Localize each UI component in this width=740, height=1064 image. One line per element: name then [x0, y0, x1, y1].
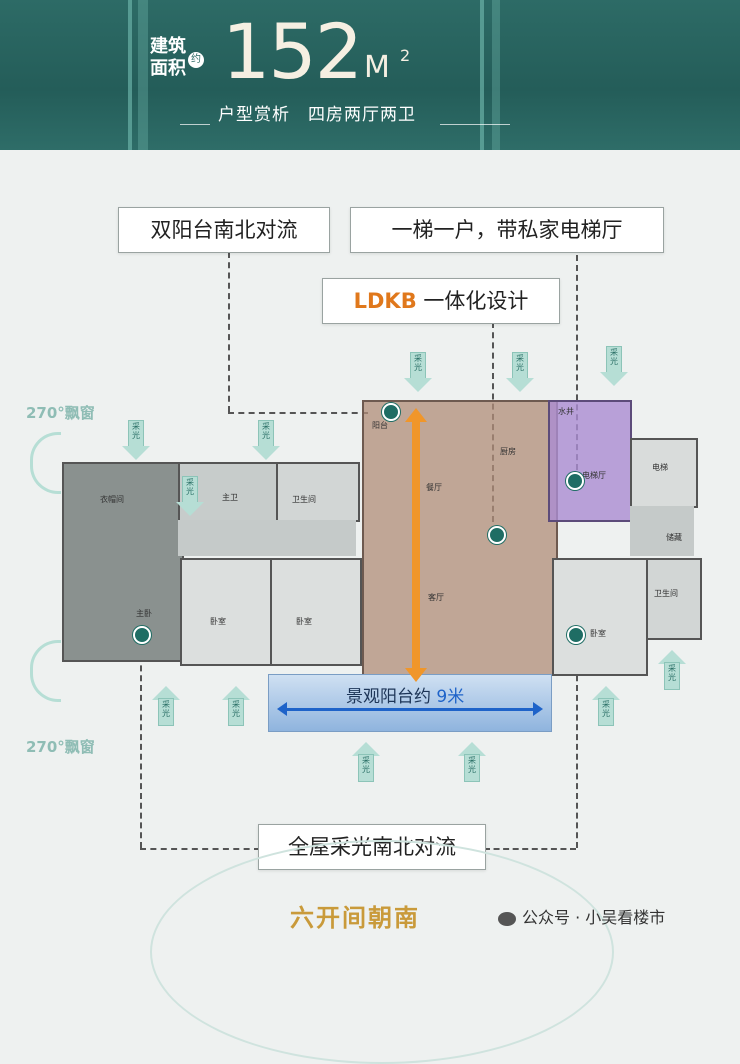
daylight-arrow-icon: 采光 [506, 352, 534, 392]
room-label-cloakroom: 衣帽间 [100, 495, 124, 504]
room-label-balcony: 阳台 [372, 421, 388, 430]
layout-subtitle: 户型赏析 四房两厅两卫 [218, 105, 416, 125]
decor-stripe [138, 0, 148, 150]
marker-dot [133, 626, 151, 644]
bedroom-3 [552, 558, 648, 676]
bedroom-1 [180, 558, 272, 666]
daylight-arrow-icon: 采光 [122, 420, 150, 460]
balcony-text: 景观阳台约 [346, 687, 437, 707]
bay-window-arc [30, 640, 61, 702]
room-label-living: 客厅 [428, 593, 444, 602]
ldkb-text: 一体化设计 [416, 289, 529, 313]
decor-stripe [128, 0, 132, 150]
decor-stripe [492, 0, 500, 150]
bay-window-label-top: 270°飘窗 [26, 404, 95, 422]
connector-line [228, 412, 368, 414]
marker-dot [488, 526, 506, 544]
living-dining-kitchen [362, 400, 558, 676]
area-label-1: 建筑 [150, 36, 186, 57]
area-label-2: 面积 [150, 58, 186, 79]
wechat-text: 公众号 · 小吴看楼市 [522, 908, 666, 927]
bay-window-arc [30, 432, 61, 494]
marker-dot [567, 626, 585, 644]
daylight-arrow-icon: 采光 [152, 686, 180, 728]
view-balcony [268, 674, 552, 732]
room-label-storage: 储藏 [666, 533, 682, 542]
room-label-master: 主卧 [136, 609, 152, 618]
north-south-arrow [405, 408, 427, 682]
balcony-length: 9米 [436, 687, 465, 707]
approx-badge: 约 [188, 52, 204, 68]
connector-line [140, 848, 260, 850]
room-label-elevator-hall: 电梯厅 [582, 471, 606, 480]
connector-line [576, 255, 578, 480]
header-banner: 建筑 面积 约 152 M 2 户型赏析 四房两厅两卫 [0, 0, 740, 150]
decor-stripe [480, 0, 484, 150]
bathroom-2 [646, 558, 702, 640]
footer-title: 六开间朝南 [290, 904, 420, 932]
bathroom [276, 462, 360, 522]
storage [630, 506, 694, 556]
room-label-water-well: 水井 [558, 407, 574, 416]
area-value: 152 [222, 7, 363, 96]
area-unit: M [364, 50, 390, 85]
area-unit-superscript: 2 [400, 46, 411, 65]
daylight-arrow-icon: 采光 [352, 742, 380, 784]
master-bedroom [62, 462, 184, 662]
decor-arc [150, 840, 614, 1064]
elevator [630, 438, 698, 508]
daylight-arrow-icon: 采光 [252, 420, 280, 460]
daylight-arrow-icon: 采光 [176, 476, 204, 516]
daylight-arrow-icon: 采光 [222, 686, 250, 728]
elevator-hall [548, 400, 632, 522]
divider [180, 124, 210, 125]
room-label-bathroom-2: 卫生间 [654, 589, 678, 598]
corridor [178, 520, 356, 556]
room-label-kitchen: 厨房 [500, 447, 516, 456]
wechat-account: 公众号 · 小吴看楼市 [498, 904, 665, 928]
connector-line [484, 848, 576, 850]
daylight-arrow-icon: 采光 [592, 686, 620, 728]
marker-dot [566, 472, 584, 490]
ldkb-accent: LDKB [353, 289, 417, 313]
room-label-bedroom-3: 卧室 [590, 629, 606, 638]
room-label-master-bath: 主卫 [222, 493, 238, 502]
wechat-icon [498, 911, 516, 926]
room-label-dining: 餐厅 [426, 483, 442, 492]
marker-dot [382, 403, 400, 421]
daylight-arrow-icon: 采光 [458, 742, 486, 784]
room-label-elevator: 电梯 [652, 463, 668, 472]
room-label-bathroom: 卫生间 [292, 495, 316, 504]
daylight-arrow-icon: 采光 [658, 650, 686, 692]
balcony-label: 景观阳台约 9米 [346, 682, 464, 707]
bedroom-2 [270, 558, 362, 666]
room-label-bedroom-2: 卧室 [296, 617, 312, 626]
divider [440, 124, 510, 125]
balcony-span-arrow [277, 702, 543, 716]
bay-window-label-bottom: 270°飘窗 [26, 738, 95, 756]
room-label-bedroom-1: 卧室 [210, 617, 226, 626]
callout-ldkb: LDKB 一体化设计 [322, 278, 560, 324]
connector-line [140, 636, 142, 848]
connector-line [576, 636, 578, 848]
callout-private-lift: 一梯一户，带私家电梯厅 [350, 207, 664, 253]
daylight-arrow-icon: 采光 [600, 346, 628, 386]
daylight-arrow-icon: 采光 [404, 352, 432, 392]
callout-balcony-flow: 双阳台南北对流 [118, 207, 330, 253]
connector-line [228, 252, 230, 412]
